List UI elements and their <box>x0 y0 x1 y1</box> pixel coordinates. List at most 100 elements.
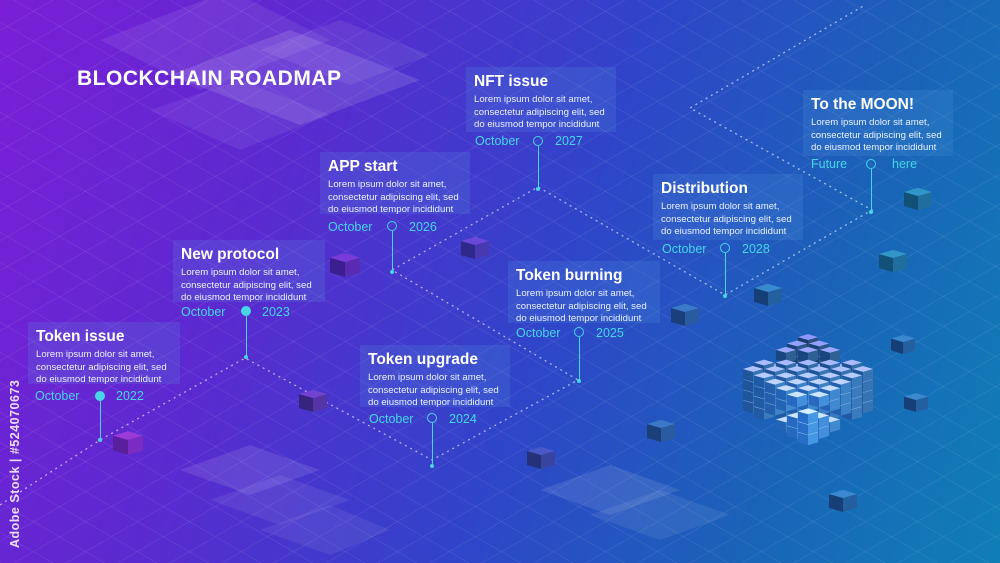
cube-face <box>742 389 753 403</box>
milestone-pin-line <box>870 169 872 211</box>
cube-face <box>647 423 661 442</box>
cube-face <box>764 402 775 416</box>
cube-face <box>916 396 928 412</box>
milestone-title: To the MOON! <box>811 96 915 113</box>
cube-face <box>808 340 830 347</box>
milestone-year: here <box>892 157 918 171</box>
cube-face <box>775 372 797 379</box>
milestone-pin-dot <box>536 187 540 191</box>
cube-face <box>647 419 675 428</box>
cube-face <box>742 400 753 414</box>
cube-face <box>843 493 857 512</box>
cube-face <box>841 402 852 416</box>
milestone-card-token-issue: Token issue Lorem ipsum dolor sit amet, … <box>28 322 180 386</box>
cube-face <box>903 338 915 354</box>
cube-face <box>797 359 819 366</box>
cube-face <box>313 393 327 412</box>
cube-face <box>753 359 775 366</box>
milestone-card-distribution: Distribution Lorem ipsum dolor sit amet,… <box>653 174 803 240</box>
cube-face <box>879 249 907 258</box>
milestone-month: October <box>35 389 80 403</box>
cube-face <box>753 385 764 399</box>
cube-face <box>808 378 830 385</box>
cube-face <box>808 391 830 398</box>
cube-face <box>527 450 541 469</box>
cube-face <box>797 394 808 408</box>
cube-face <box>808 421 819 435</box>
milestone-year: 2027 <box>555 134 583 148</box>
milestone-title: NFT issue <box>474 73 549 90</box>
cube-face <box>775 385 797 392</box>
cube-face <box>753 372 775 379</box>
cube-face <box>775 398 786 412</box>
milestone-year: 2024 <box>449 412 477 426</box>
milestone-pin-line <box>537 146 539 188</box>
milestone-pin-icon <box>95 391 105 401</box>
milestone-card-nft-issue: NFT issue Lorem ipsum dolor sit amet, co… <box>466 67 616 132</box>
cube-face <box>841 392 852 406</box>
cube-face <box>830 388 841 402</box>
milestone-description: Lorem ipsum dolor sit amet, consectetur … <box>474 94 605 131</box>
milestone-title: Token upgrade <box>368 351 478 368</box>
cube-face <box>879 253 893 272</box>
cube-face <box>819 394 830 408</box>
milestone-card-token-upgrade: Token upgrade Lorem ipsum dolor sit amet… <box>360 345 510 408</box>
cube-face <box>819 372 841 379</box>
milestone-pin-line <box>431 423 433 466</box>
milestone-title: Token burning <box>516 267 623 284</box>
cube-face <box>113 435 128 455</box>
cube-face <box>819 346 841 353</box>
cube-face <box>754 283 782 292</box>
milestone-card-token-burning: Token burning Lorem ipsum dolor sit amet… <box>508 261 660 325</box>
cube-face <box>863 379 874 393</box>
cube-face <box>808 394 819 408</box>
milestone-description: Lorem ipsum dolor sit amet, consectetur … <box>36 349 167 386</box>
milestone-title: APP start <box>328 158 398 175</box>
cube-face <box>808 411 819 425</box>
milestone-month: October <box>369 412 414 426</box>
cube-face <box>797 408 819 415</box>
cube-face <box>852 396 863 410</box>
cube-face <box>786 415 797 429</box>
milestone-month: October <box>662 242 707 256</box>
cube-face <box>819 349 830 363</box>
milestone-description: Lorem ipsum dolor sit amet, consectetur … <box>516 288 647 325</box>
cube-face <box>754 287 768 306</box>
blockchain-cube-cluster <box>742 334 874 446</box>
milestone-pin-dot <box>98 438 102 442</box>
milestone-description: Lorem ipsum dolor sit amet, consectetur … <box>181 267 312 304</box>
cube-face <box>742 368 753 383</box>
cube-face <box>841 359 863 366</box>
milestone-month: October <box>475 134 520 148</box>
cube-face <box>527 446 555 455</box>
milestone-title: New protocol <box>181 246 280 263</box>
cube-face <box>819 415 830 429</box>
milestone-pin-icon <box>241 306 251 316</box>
milestone-month: Future <box>811 157 848 171</box>
cube-face <box>797 346 819 353</box>
cube-face <box>742 366 764 372</box>
cube-face <box>786 366 808 372</box>
cube-face <box>893 253 907 272</box>
milestone-year: 2023 <box>262 305 290 319</box>
cube-face <box>661 423 675 442</box>
cube-face <box>797 411 808 425</box>
cube-face <box>764 366 786 372</box>
cube-face <box>891 335 915 342</box>
cube-face <box>904 187 932 196</box>
cube-face <box>786 378 808 385</box>
cube-face <box>808 366 830 372</box>
cube-face <box>797 432 808 446</box>
cube-face <box>918 191 932 210</box>
cube-face <box>742 379 753 393</box>
milestone-title: Distribution <box>661 180 748 197</box>
milestone-year: 2026 <box>409 220 437 234</box>
cube-face <box>299 393 313 412</box>
milestone-pin-dot <box>390 270 394 274</box>
cube-face <box>685 307 699 326</box>
cube-face <box>797 372 819 379</box>
milestone-year: 2022 <box>116 389 144 403</box>
cube-face <box>764 378 786 385</box>
